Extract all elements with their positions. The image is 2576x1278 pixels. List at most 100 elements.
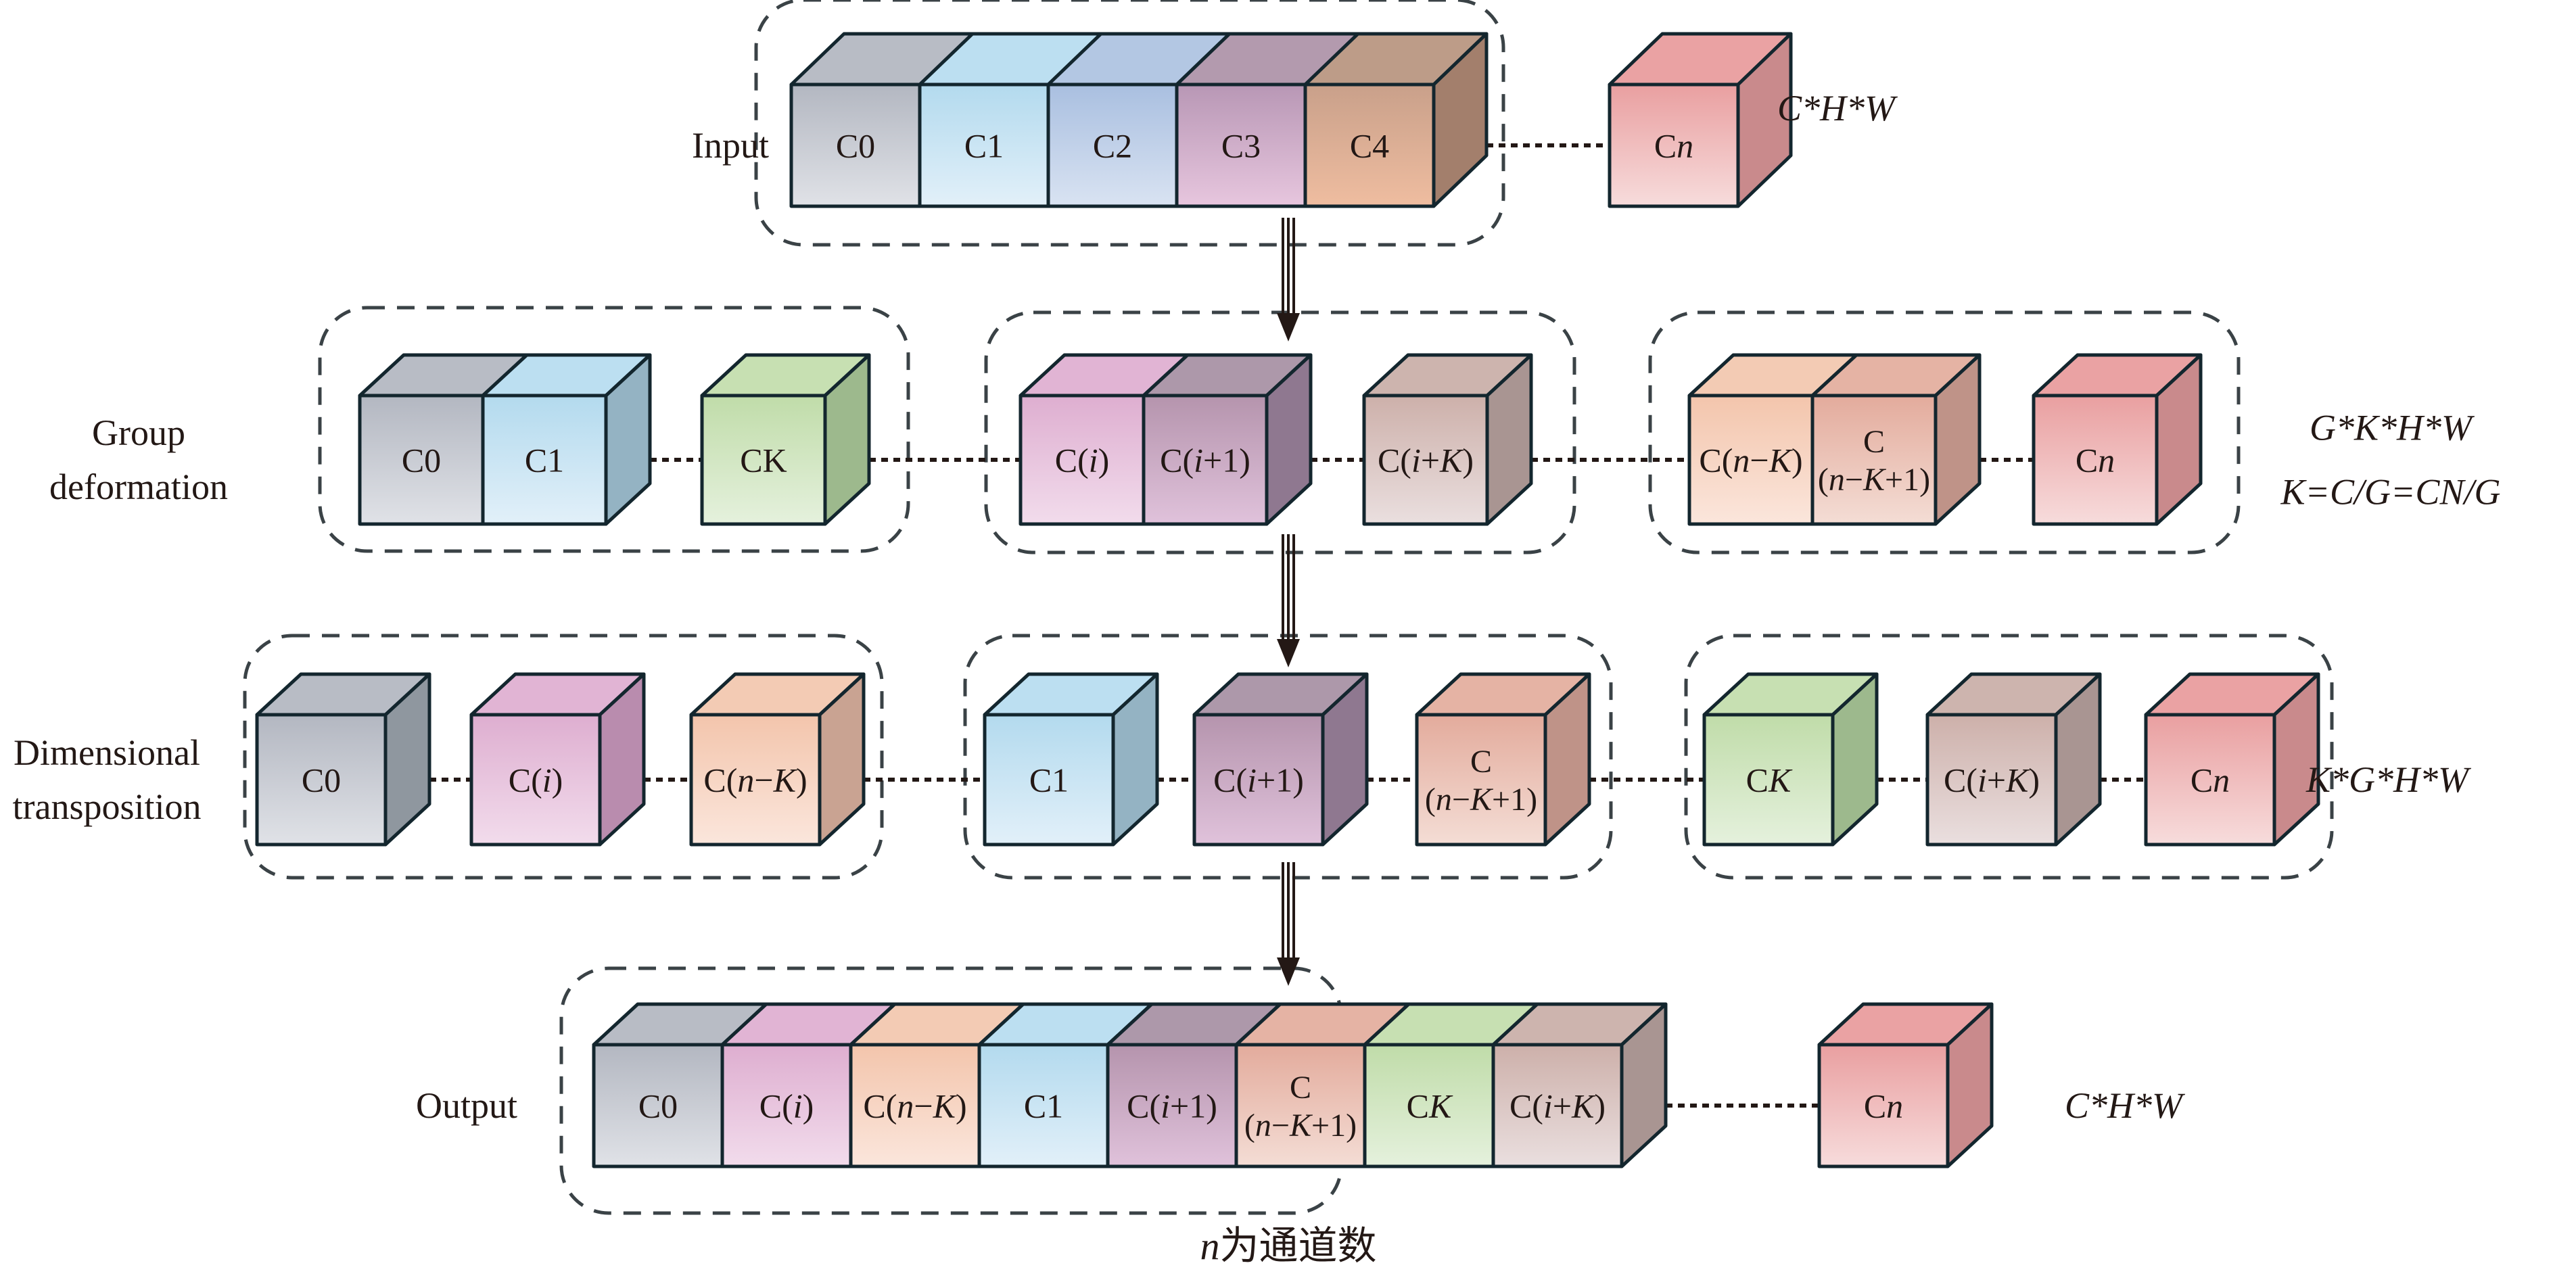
dimension-label-output: C*H*W <box>2065 1085 2186 1126</box>
cube-side-face <box>2054 672 2102 847</box>
cube-side-face <box>1265 353 1313 526</box>
footnote-channel-count: n为通道数 <box>1200 1224 1376 1268</box>
channel-label: C(n−K+1) <box>1244 1070 1357 1143</box>
cube-side-face <box>818 672 866 847</box>
channel-label: C(i) <box>759 1087 814 1125</box>
channel-label: C(i) <box>1055 442 1110 479</box>
cube-front-face <box>1415 713 1547 847</box>
cube-front-face <box>1702 713 1835 847</box>
row-label-output: Output <box>416 1085 517 1126</box>
channel-cube-c1: C1 <box>481 353 652 526</box>
channel-label: C2 <box>1093 127 1132 165</box>
cube-side-face <box>383 672 431 847</box>
channel-label: C(i+1) <box>1160 442 1250 479</box>
arrow-head-icon <box>1277 957 1300 986</box>
channel-cube-cnk: C(n−K) <box>689 672 866 847</box>
channel-cube-c0: C0 <box>789 32 975 208</box>
channel-cube-cn: Cn <box>1608 32 1793 208</box>
cube-front-face <box>700 394 827 526</box>
flow-arrow-group-deformation-to-dimensional-transposition <box>1277 534 1300 667</box>
channel-cube-ci: C(i) <box>720 1002 897 1168</box>
group-box-group-deformation-2 <box>984 310 1576 554</box>
channel-label: C(i+K) <box>1944 761 2040 799</box>
channel-label: CK <box>740 442 787 479</box>
channel-block: C(n−K) <box>689 672 866 847</box>
cube-front-face <box>689 713 822 847</box>
channel-block: CK <box>700 353 871 526</box>
cube-front-face <box>358 394 485 526</box>
dimension-label-input: C*H*W <box>1777 88 1898 128</box>
flow-arrow-input-to-group-deformation <box>1277 218 1300 341</box>
cube-front-face <box>1142 394 1269 526</box>
channel-cube-cik: C(i+K) <box>1362 353 1533 526</box>
arrows-layer <box>1277 218 1300 986</box>
channel-block: C(n−K) C(n−K+1) <box>1687 353 1982 526</box>
group-box-group-deformation-1 <box>318 306 910 553</box>
channel-cube-ci1: C(i+1) <box>1106 1002 1282 1168</box>
channel-cube-c2: C2 <box>1046 32 1232 208</box>
channel-cube-ck: CK <box>1702 672 1879 847</box>
channel-label: C(i+K) <box>1509 1087 1606 1125</box>
cube-side-face <box>604 353 652 526</box>
channel-block: C(i+K) <box>1925 672 2102 847</box>
cube-side-face <box>823 353 871 526</box>
arrow-head-icon <box>1277 313 1300 341</box>
channel-cube-ci1: C(i+1) <box>1192 672 1369 847</box>
cube-front-face <box>1192 713 1325 847</box>
channel-cube-c1: C1 <box>918 32 1103 208</box>
channel-block: C1 <box>983 672 1159 847</box>
connectors-layer <box>429 143 2146 1108</box>
channel-label: C(n−K+1) <box>1818 424 1930 498</box>
dimension-label-dimensional-transposition: K*G*H*W <box>2305 759 2472 800</box>
cube-side-face <box>1620 1002 1668 1168</box>
cube-side-face <box>1432 32 1489 208</box>
channel-label: C0 <box>836 127 875 165</box>
channel-cube-ck: CK <box>700 353 871 526</box>
cube-front-face <box>255 713 388 847</box>
group-box-group-deformation-3 <box>1648 310 2241 554</box>
cube-front-face <box>2144 713 2276 847</box>
channel-block: Cn <box>2144 672 2320 847</box>
channel-cube-cn: Cn <box>1817 1002 1994 1168</box>
cube-front-face <box>720 1043 853 1168</box>
channel-label: Cn <box>1654 127 1693 165</box>
channel-cube-c0: C0 <box>592 1002 768 1168</box>
channel-cube-c3: C3 <box>1175 32 1360 208</box>
cube-front-face <box>1046 82 1179 208</box>
channel-label: C(n−K) <box>703 761 807 799</box>
channel-cube-ci: C(i) <box>1018 353 1190 526</box>
channel-label: Cn <box>2076 442 2115 479</box>
channel-cube-cik: C(i+K) <box>1925 672 2102 847</box>
channel-label: C(n−K) <box>1699 442 1802 479</box>
channel-label: Cn <box>2191 761 2230 799</box>
channel-cube-cn: Cn <box>2032 353 2203 526</box>
row-label-input: Input <box>692 125 769 166</box>
channel-cube-cnk: C(n−K) <box>849 1002 1025 1168</box>
channel-label: C(i+1) <box>1213 761 1304 799</box>
channel-block: Cn <box>2032 353 2203 526</box>
channel-label: C(i) <box>509 761 563 799</box>
cube-front-face <box>1608 82 1740 208</box>
cube-front-face <box>1175 82 1307 208</box>
channel-cube-cnk1: C(n−K+1) <box>1234 1002 1411 1168</box>
channel-label: CK <box>1407 1087 1453 1125</box>
channel-label: C1 <box>964 127 1004 165</box>
cube-front-face <box>849 1043 981 1168</box>
cube-front-face <box>1234 1043 1367 1168</box>
cube-side-face <box>1321 672 1369 847</box>
cube-front-face <box>983 713 1115 847</box>
cube-front-face <box>1925 713 2058 847</box>
group-box-dimensional-transposition-3 <box>1684 634 2334 880</box>
cube-side-face <box>1485 353 1533 526</box>
channel-block: C(i) C(i+1) <box>1018 353 1313 526</box>
cube-front-face <box>1810 394 1938 526</box>
cube-side-face <box>1831 672 1879 847</box>
